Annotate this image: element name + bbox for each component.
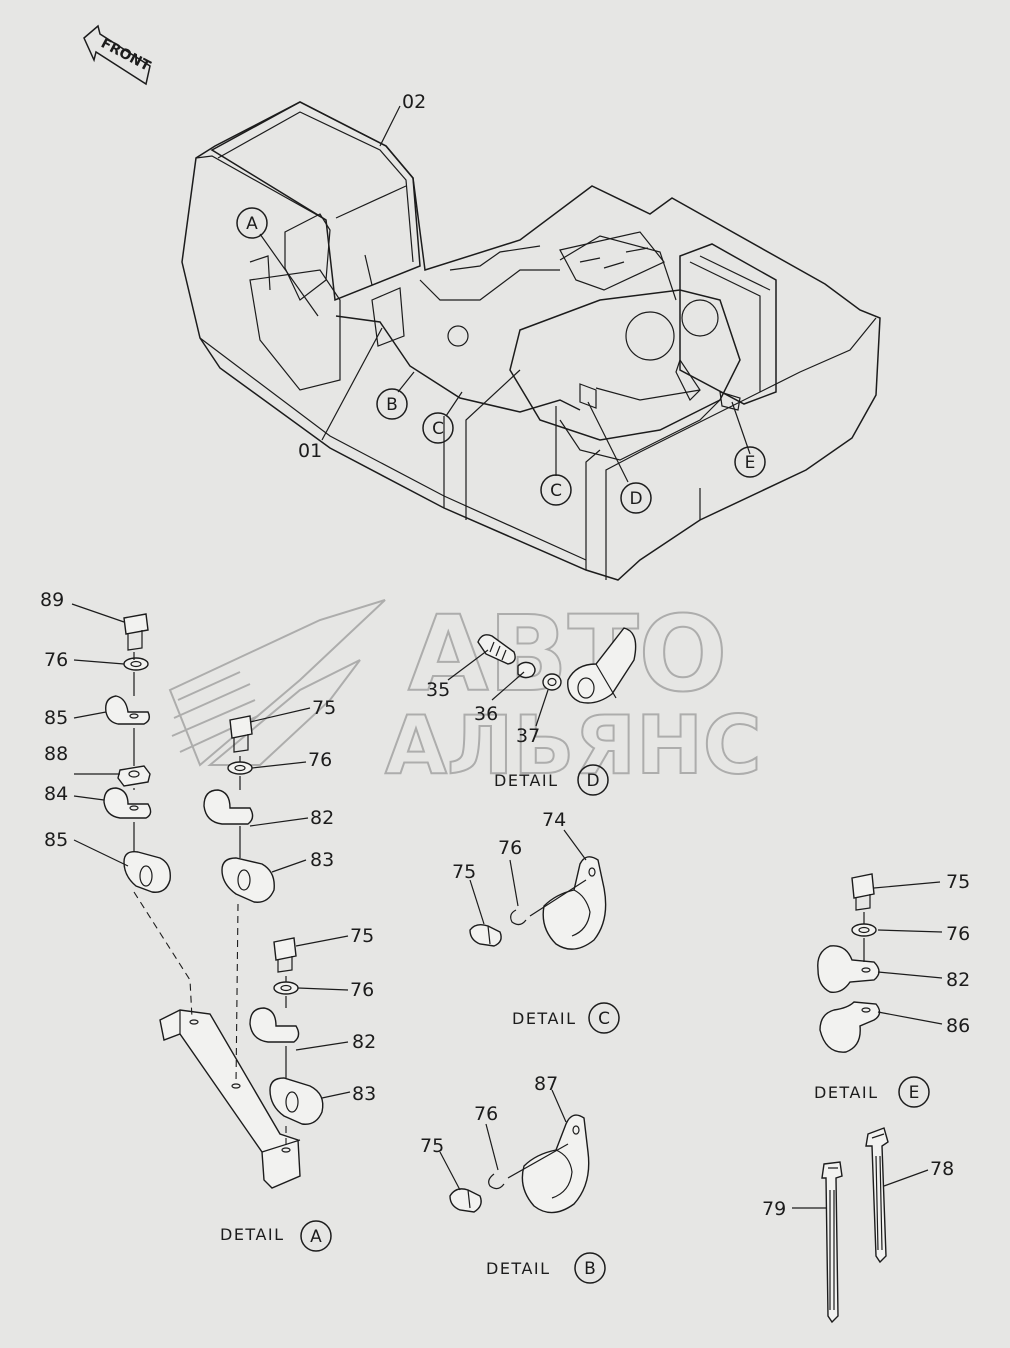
detail-d-drawing [477, 627, 637, 704]
detail-a-part-83-b: 83 [352, 1083, 376, 1105]
watermark-line-2: АЛЬЯНС [385, 699, 762, 792]
cable-tie-78 [865, 1127, 889, 1264]
detail-e-leaders [873, 881, 943, 1025]
detail-a-part-89: 89 [40, 589, 64, 611]
ref-circle-c-1: C [422, 412, 454, 444]
cable-tie-79 [821, 1161, 843, 1324]
detail-a-part-85-a: 85 [44, 707, 68, 729]
detail-a-leaders [71, 603, 351, 1099]
detail-b-drawing [449, 1114, 590, 1214]
front-label: FRONT [98, 35, 153, 74]
detail-a-part-76-a: 76 [44, 649, 68, 671]
detail-e-drawing [817, 873, 881, 1053]
detail-d-caption: DETAIL [494, 771, 559, 790]
ref-circle-d-letter: D [629, 489, 642, 509]
detail-c-caption: DETAIL [512, 1009, 577, 1028]
cable-tie-leaders [792, 1169, 929, 1209]
ref-circle-d: D [620, 482, 652, 514]
detail-a-drawing [103, 613, 324, 1189]
detail-c-circle: C [588, 1002, 620, 1034]
detail-c-part-75: 75 [452, 861, 476, 883]
ref-circle-a-letter: A [246, 214, 258, 234]
detail-d-part-35: 35 [426, 679, 450, 701]
ref-circle-e-letter: E [745, 453, 756, 473]
detail-b-part-87: 87 [534, 1073, 558, 1095]
detail-c-letter: C [598, 1009, 610, 1029]
ref-circle-b-letter: B [386, 395, 398, 415]
label-part-01: 01 [298, 440, 322, 462]
detail-a-part-82-a: 82 [310, 807, 334, 829]
detail-a-part-88: 88 [44, 743, 68, 765]
detail-b-part-76: 76 [474, 1103, 498, 1125]
detail-d-leaders [447, 649, 549, 727]
detail-a-part-75-a: 75 [312, 697, 336, 719]
detail-e-caption: DETAIL [814, 1083, 879, 1102]
detail-e-part-86: 86 [946, 1015, 970, 1037]
detail-d-circle: D [577, 764, 609, 796]
detail-b-leaders [439, 1089, 567, 1191]
watermark: АВТО АЛЬЯНС [168, 592, 763, 793]
detail-c-part-76: 76 [498, 837, 522, 859]
detail-c-leaders [469, 829, 587, 925]
detail-e-part-76: 76 [946, 923, 970, 945]
watermark-logo [168, 599, 386, 767]
detail-a-letter: A [310, 1227, 322, 1247]
detail-a-part-75-b: 75 [350, 925, 374, 947]
detail-a-caption: DETAIL [220, 1225, 285, 1244]
detail-e-circle: E [898, 1076, 930, 1108]
detail-b-caption: DETAIL [486, 1259, 551, 1278]
ref-circle-e: E [734, 446, 766, 478]
detail-c-part-74: 74 [542, 809, 566, 831]
leader-lines-upper [259, 105, 751, 483]
detail-a-part-76-c: 76 [350, 979, 374, 1001]
ref-circle-c-2: C [540, 474, 572, 506]
machine-frame [181, 101, 881, 581]
detail-d-part-36: 36 [474, 703, 498, 725]
detail-a-part-85-b: 85 [44, 829, 68, 851]
detail-a-part-84: 84 [44, 783, 68, 805]
detail-b-part-75: 75 [420, 1135, 444, 1157]
watermark-line-1: АВТО [408, 593, 727, 715]
detail-a-part-83-a: 83 [310, 849, 334, 871]
ref-circle-b: B [376, 388, 408, 420]
detail-a-circle: A [300, 1220, 332, 1252]
label-part-02: 02 [402, 91, 426, 113]
detail-b-letter: B [584, 1259, 596, 1279]
detail-e-letter: E [909, 1083, 920, 1103]
detail-e-part-75: 75 [946, 871, 970, 893]
tie-part-79: 79 [762, 1198, 786, 1220]
detail-b-circle: B [574, 1252, 606, 1284]
detail-a-part-76-b: 76 [308, 749, 332, 771]
ref-circle-a: A [236, 207, 268, 239]
detail-d-letter: D [586, 771, 599, 791]
front-arrow: FRONT [83, 24, 153, 86]
ref-circle-c-1-letter: C [432, 419, 444, 439]
detail-a-part-82-b: 82 [352, 1031, 376, 1053]
detail-e-part-82: 82 [946, 969, 970, 991]
detail-c-drawing [469, 856, 607, 950]
tie-part-78: 78 [930, 1158, 954, 1180]
detail-d-part-37: 37 [516, 725, 540, 747]
ref-circle-c-2-letter: C [550, 481, 562, 501]
